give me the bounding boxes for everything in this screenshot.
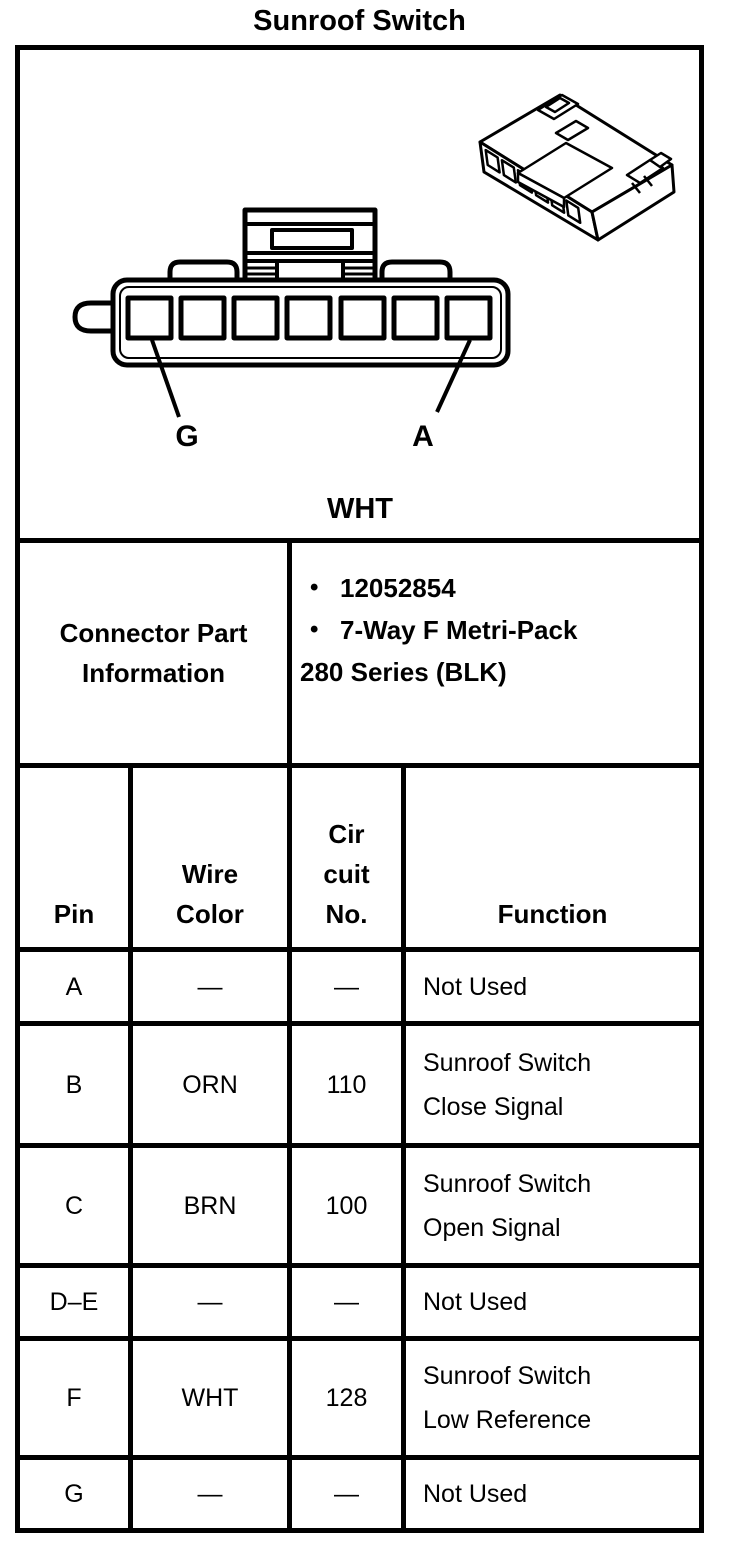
connector-type: 7-Way F Metri-Pack — [340, 615, 578, 645]
connector-front-view — [72, 207, 511, 418]
wire-color-cell: WHT — [133, 1341, 287, 1455]
wire-color-cell: BRN — [133, 1148, 287, 1263]
part-info-bullet-item: • 12052854 — [300, 567, 693, 609]
connector-figure: G A WHT — [72, 93, 676, 525]
connector-color-label: WHT — [327, 493, 393, 525]
leader-line-a — [435, 339, 472, 413]
terminal-cavities — [125, 295, 493, 341]
column-header-pin: Pin — [20, 768, 128, 947]
circuit-no-cell: 128 — [292, 1341, 401, 1455]
connector-isometric-view — [478, 93, 676, 242]
pin-cell: B — [20, 1026, 128, 1143]
pin-cell: G — [20, 1460, 128, 1528]
leader-line-g — [150, 339, 181, 418]
part-info-bullet-item: • 7-Way F Metri-Pack — [300, 609, 693, 651]
pin-cell: A — [20, 952, 128, 1021]
latch-tower — [242, 207, 378, 283]
wire-color-cell: — — [133, 952, 287, 1021]
column-header-circuit-no: Cir cuit No. — [292, 768, 401, 947]
pin-a-label: A — [412, 420, 434, 453]
connector-type-continued: 280 Series (BLK) — [300, 657, 507, 687]
function-cell: Not Used — [406, 1268, 699, 1336]
circuit-no-cell: — — [292, 1268, 401, 1336]
circuit-no-cell: 100 — [292, 1148, 401, 1263]
pin-cell: F — [20, 1341, 128, 1455]
circuit-no-cell: — — [292, 952, 401, 1021]
wire-color-cell: — — [133, 1460, 287, 1528]
function-cell: Not Used — [406, 952, 699, 1021]
circuit-no-cell: — — [292, 1460, 401, 1528]
bullet-icon: • — [310, 574, 319, 601]
bullet-icon: • — [310, 616, 319, 643]
part-info-label: Connector Part Information — [20, 543, 287, 763]
wire-color-cell: ORN — [133, 1026, 287, 1143]
page-title: Sunroof Switch — [253, 5, 466, 37]
column-header-wire-color: Wire Color — [133, 768, 287, 947]
column-header-function: Function — [406, 768, 699, 947]
function-cell: Sunroof Switch Close Signal — [406, 1026, 699, 1143]
function-cell: Sunroof Switch Open Signal — [406, 1148, 699, 1263]
part-number: 12052854 — [340, 573, 456, 603]
connector-body-inner-line — [119, 286, 502, 359]
iso-latch-details — [516, 93, 673, 209]
pin-cell: D–E — [20, 1268, 128, 1336]
wire-color-cell: — — [133, 1268, 287, 1336]
pin-cell: C — [20, 1148, 128, 1263]
connector-info-table: G A WHT Connector Part Information • 120… — [15, 45, 704, 1533]
left-hook-tab — [72, 300, 117, 334]
right-shoulder-tab — [379, 259, 453, 282]
pin-g-label: G — [175, 420, 198, 453]
circuit-no-cell: 110 — [292, 1026, 401, 1143]
left-shoulder-tab — [167, 259, 240, 282]
function-cell: Sunroof Switch Low Reference — [406, 1341, 699, 1455]
connector-figure-cell: G A WHT — [20, 50, 699, 538]
part-info-details: • 12052854 • 7-Way F Metri-Pack 280 Seri… — [292, 543, 699, 763]
function-cell: Not Used — [406, 1460, 699, 1528]
